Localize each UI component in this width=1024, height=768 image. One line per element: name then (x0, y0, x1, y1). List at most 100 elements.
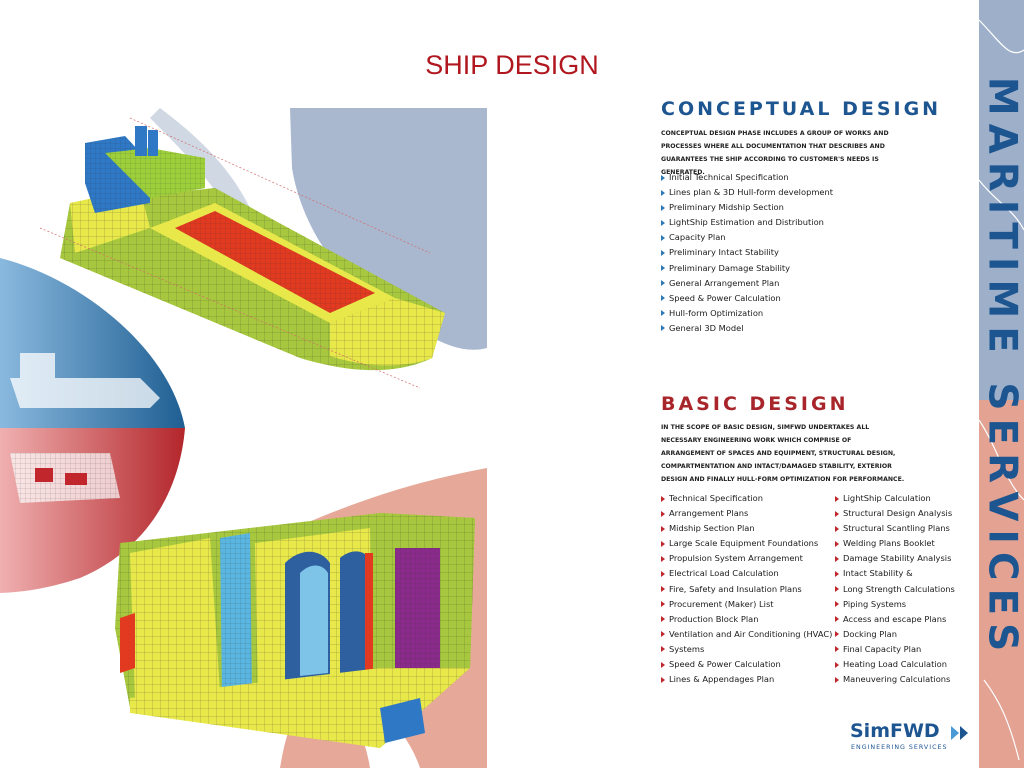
list-item-label: Access and escape Plans (843, 613, 947, 624)
list-item-label: Intact Stability & (843, 568, 913, 579)
bullet-icon (661, 616, 665, 623)
list-item: Intact Stability & (835, 566, 955, 581)
list-item: Speed & Power Calculation (661, 291, 833, 306)
list-item: Fire, Safety and Insulation Plans (661, 582, 832, 597)
bullet-icon (835, 676, 839, 683)
logo-arrows-icon (951, 725, 973, 744)
bullet-icon (661, 510, 665, 517)
bullet-icon (835, 540, 839, 547)
list-item: Final Capacity Plan (835, 642, 955, 657)
list-item-label: Heating Load Calculation (843, 659, 947, 670)
list-item: Piping Systems (835, 597, 955, 612)
list-item-label: Speed & Power Calculation (669, 292, 781, 303)
logo-tagline: ENGINEERING SERVICES (851, 744, 948, 751)
bullet-icon (661, 676, 665, 683)
list-item-label: Initial Technical Specification (669, 172, 789, 182)
list-item-label: Hull-form Optimization (669, 307, 764, 318)
list-item-label: Fire, Safety and Insulation Plans (669, 583, 802, 594)
page-title: SHIP DESIGN (425, 50, 599, 80)
list-item: LightShip Estimation and Distribution (661, 215, 833, 230)
list-item-label: Lines plan & 3D Hull-form development (669, 187, 834, 198)
list-item-label: Preliminary Intact Stability (669, 247, 779, 258)
logo-name: SimFWD (850, 720, 940, 742)
list-item: General 3D Model (661, 321, 833, 336)
list-item: General Arrangement Plan (661, 276, 833, 291)
basic-heading: BASIC DESIGN (661, 393, 849, 415)
list-item: Midship Section Plan (661, 521, 832, 536)
list-item: Damage Stability Analysis (835, 551, 955, 566)
bullet-icon (835, 661, 839, 668)
bullet-icon (661, 555, 665, 562)
bullet-icon (661, 265, 665, 272)
list-item-label: Structural Scantling Plans (843, 523, 950, 534)
list-item-label: Arrangement Plans (669, 508, 749, 519)
list-item: LightShip Calculation (835, 491, 955, 506)
bullet-icon (835, 631, 839, 638)
list-item: Long Strength Calculations (835, 582, 955, 597)
list-item-label: Propulsion System Arrangement (669, 553, 803, 564)
bullet-icon (661, 525, 665, 532)
list-item: Initial Technical Specification (661, 170, 833, 185)
bullet-icon (661, 249, 665, 256)
list-item: Structural Scantling Plans (835, 521, 955, 536)
list-item-label: Production Block Plan (669, 613, 759, 624)
list-item-label: Ventilation and Air Conditioning (HVAC) (669, 628, 833, 639)
list-item-label: General 3D Model (669, 322, 744, 333)
list-item-label: Large Scale Equipment Foundations (669, 538, 819, 549)
list-item-label: Capacity Plan (669, 232, 726, 243)
bullet-icon (661, 174, 665, 181)
bullet-icon (661, 295, 665, 302)
list-item: Hull-form Optimization (661, 306, 833, 321)
bullet-icon (835, 601, 839, 608)
list-item-label: Docking Plan (843, 628, 897, 639)
list-item-label: Midship Section Plan (669, 523, 755, 534)
list-item: Preliminary Intact Stability (661, 245, 833, 260)
bullet-icon (835, 616, 839, 623)
bullet-icon (661, 570, 665, 577)
list-item-label: Piping Systems (843, 598, 907, 609)
basic-description: IN THE SCOPE OF BASIC DESIGN, SIMFWD UND… (661, 424, 905, 483)
list-item: Access and escape Plans (835, 612, 955, 627)
conceptual-description: CONCEPTUAL DESIGN PHASE INCLUDES A GROUP… (661, 130, 889, 176)
bullet-icon (835, 510, 839, 517)
bullet-icon (661, 601, 665, 608)
list-item-label: Procurement (Maker) List (669, 598, 774, 609)
bullet-icon (661, 234, 665, 241)
list-item-label: LightShip Estimation and Distribution (669, 217, 824, 228)
list-item: Speed & Power Calculation (661, 657, 832, 672)
list-item-label: Long Strength Calculations (843, 583, 955, 594)
list-item: Lines & Appendages Plan (661, 672, 832, 687)
list-item: Propulsion System Arrangement (661, 551, 832, 566)
bullet-icon (835, 495, 839, 502)
list-item: Electrical Load Calculation (661, 566, 832, 581)
bullet-icon (835, 646, 839, 653)
bullet-icon (661, 631, 665, 638)
list-item-label: Structural Design Analysis (843, 508, 953, 519)
list-item: Large Scale Equipment Foundations (661, 536, 832, 551)
list-item: Heating Load Calculation (835, 657, 955, 672)
bullet-icon (661, 189, 665, 196)
list-item-label: LightShip Calculation (843, 493, 931, 503)
list-item: Capacity Plan (661, 230, 833, 245)
list-item: Arrangement Plans (661, 506, 832, 521)
bullet-icon (835, 586, 839, 593)
bullet-icon (661, 310, 665, 317)
ship-illustrations (0, 108, 487, 768)
list-item: Production Block Plan (661, 612, 832, 627)
list-item: Docking Plan (835, 627, 955, 642)
list-item-label: Final Capacity Plan (843, 643, 922, 654)
bullet-icon (661, 661, 665, 668)
bullet-icon (661, 280, 665, 287)
bullet-icon (661, 495, 665, 502)
bullet-icon (835, 570, 839, 577)
bullet-icon (661, 646, 665, 653)
list-item-label: Damage Stability Analysis (843, 553, 952, 564)
list-item-label: Preliminary Damage Stability (669, 262, 791, 273)
bullet-icon (661, 219, 665, 226)
list-item-label: Electrical Load Calculation (669, 568, 779, 579)
sidebar-map-strip (979, 0, 1024, 768)
list-item-label: Speed & Power Calculation (669, 659, 781, 670)
conceptual-heading: CONCEPTUAL DESIGN (661, 98, 942, 120)
list-item-label: Preliminary Midship Section (669, 202, 784, 213)
